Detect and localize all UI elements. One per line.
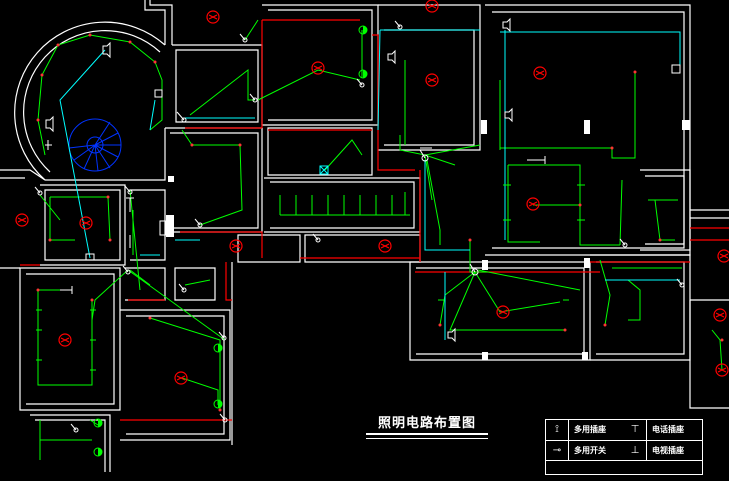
- wall-outlet-icon: [502, 17, 511, 33]
- switch-icon: [176, 111, 187, 123]
- switch-icon: [676, 278, 685, 288]
- legend-label: 多用开关: [574, 446, 606, 455]
- switch-icon: [356, 78, 365, 88]
- legend-label: 电视插座: [652, 446, 684, 455]
- wall-outlet-icon: [447, 327, 456, 343]
- legend-row-partial: [546, 460, 702, 481]
- switch-icon: [70, 423, 79, 433]
- wall-outlet-icon: [102, 41, 111, 59]
- green-circuits: [37, 19, 723, 460]
- switch-icon: [239, 33, 248, 43]
- switch-icon: [469, 263, 479, 276]
- socket-icon: ⟟: [546, 420, 569, 440]
- ceiling-light-icon: [717, 249, 729, 263]
- ceiling-light-icon: [496, 305, 510, 319]
- ceiling-light-icon: [229, 239, 243, 253]
- wall-lamp-icon: [358, 25, 368, 35]
- wall-outlet-icon: [504, 107, 513, 123]
- switch-icon: [249, 93, 258, 103]
- outlet-icon: [45, 140, 52, 150]
- switch-icon: [419, 149, 429, 162]
- ceiling-light-icon: [79, 216, 93, 230]
- socket-icon: [159, 220, 167, 236]
- ceiling-light-icon: [378, 239, 392, 253]
- wall-outlet-icon: [387, 49, 396, 65]
- legend-table: ⟟ 多用插座 ⊤ 电话插座 ⊸ 多用开关 ⊥ 电视插座: [545, 419, 703, 475]
- drawing-title: 照明电路布置图: [377, 416, 476, 431]
- socket-icon: [671, 64, 681, 74]
- socket-icon: [154, 89, 163, 98]
- switch-icon: [394, 20, 403, 30]
- light-fixtures: [15, 0, 729, 385]
- ceiling-light-icon: [15, 213, 29, 227]
- ceiling-light-icon: [58, 333, 72, 347]
- switch-icon: [312, 233, 321, 243]
- switch-icon: [34, 186, 43, 196]
- wall-lamp-icon: [213, 343, 223, 353]
- red-wiring: [20, 19, 729, 421]
- wall-lamp-icon: [93, 447, 103, 457]
- switch-icon: [619, 238, 628, 248]
- ceiling-light-icon: [311, 61, 325, 75]
- outlet-icon: [60, 286, 73, 294]
- switch-icon: [122, 265, 131, 275]
- switch-icon: [194, 218, 203, 228]
- title-underline: [366, 433, 488, 435]
- switch-icon: [218, 331, 227, 341]
- ceiling-light-icon: [206, 10, 220, 24]
- outlet-icon: [126, 197, 134, 212]
- legend-label: 多用插座: [574, 425, 606, 434]
- wall-lamps: [93, 25, 368, 457]
- ceiling-light-icon: [425, 0, 439, 13]
- ceiling-light-icon: [174, 371, 188, 385]
- ceiling-light-icon: [715, 363, 729, 377]
- ceiling-light-icon: [533, 66, 547, 80]
- switch-icon: [178, 283, 187, 293]
- wall-lamp-icon: [358, 69, 368, 79]
- legend-row: ⊸ 多用开关 ⊥ 电视插座: [546, 440, 702, 461]
- wiring-nodes: [36, 33, 724, 412]
- switches-sockets: [34, 17, 685, 433]
- wall-lamp-icon: [93, 418, 103, 428]
- switch-icon: ⊸: [546, 441, 569, 461]
- legend-label: 电话插座: [652, 425, 684, 434]
- cyan-circuits: [59, 29, 681, 340]
- title-underline-thin: [366, 438, 488, 439]
- ceiling-light-icon: [713, 308, 727, 322]
- outlet-icon: [527, 156, 546, 164]
- wall-outlet-icon: [45, 115, 54, 133]
- phone-socket-icon: ⊤: [624, 420, 647, 440]
- spiral-staircase: [68, 118, 122, 172]
- switch-icon: [219, 413, 228, 423]
- socket-icon: [85, 253, 95, 261]
- ceiling-light-icon: [425, 73, 439, 87]
- tv-socket-icon: ⊥: [624, 441, 647, 461]
- circuit-ticks: [36, 184, 585, 371]
- switch-icon: [124, 185, 133, 195]
- wall-lamp-icon: [213, 399, 223, 409]
- tv-socket-icon: [319, 165, 329, 175]
- ceiling-light-icon: [526, 197, 540, 211]
- legend-row: ⟟ 多用插座 ⊤ 电话插座: [546, 420, 702, 440]
- wall-pillars: [166, 120, 690, 360]
